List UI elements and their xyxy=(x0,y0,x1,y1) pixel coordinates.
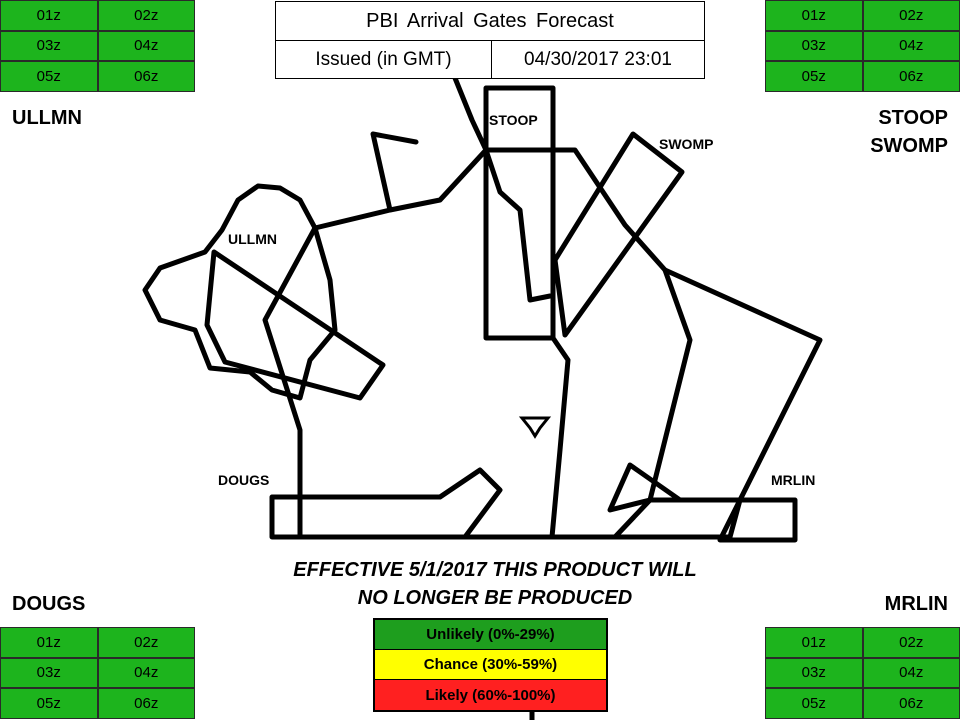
gate-hour-cell: 01z xyxy=(765,627,863,658)
east-sector-boundary xyxy=(662,267,823,540)
west-sector xyxy=(262,225,318,540)
map-label-swomp: SWOMP xyxy=(659,136,714,152)
gate-hour-cell: 03z xyxy=(0,30,98,62)
gate-hour-cell: 06z xyxy=(97,61,195,92)
gate-hour-cell: 06z xyxy=(862,688,960,719)
swomp-gate-label-line: SWOMP xyxy=(870,135,948,157)
gate-hour-cell: 05z xyxy=(0,61,98,92)
map-label-stoop: STOOP xyxy=(489,112,538,128)
stoop-route-line xyxy=(452,75,489,153)
legend-unlikely: Unlikely (0%-29%) xyxy=(375,620,606,650)
ullmn-corridor xyxy=(204,249,386,401)
gate-hour-cell: 02z xyxy=(97,0,195,31)
stoop-gate-label-line: STOOP xyxy=(878,107,948,129)
dougs-corridor xyxy=(269,467,503,540)
northwest-sector xyxy=(370,131,489,213)
gate-hour-cell: 01z xyxy=(0,0,98,31)
mrlin-corridor xyxy=(607,462,798,543)
forecast-header: PBI Arrival Gates Forecast Issued (in GM… xyxy=(275,1,705,79)
gate-hour-cell: 01z xyxy=(0,627,98,658)
issued-label: Issued (in GMT) xyxy=(276,41,492,79)
gate-hour-cell: 03z xyxy=(0,657,98,689)
gate-hour-cell: 04z xyxy=(97,657,195,689)
discontinuation-notice: EFFECTIVE 5/1/2017 THIS PRODUCT WILL NO … xyxy=(220,556,770,612)
gate-hour-cell: 04z xyxy=(862,657,960,689)
probability-legend: Unlikely (0%-29%) Chance (30%-59%) Likel… xyxy=(373,618,608,712)
gate-hour-cell: 04z xyxy=(97,30,195,62)
gate-hour-cell: 02z xyxy=(862,0,960,31)
legend-likely: Likely (60%-100%) xyxy=(375,680,606,710)
gate-hour-cell: 05z xyxy=(765,688,863,719)
gate-hour-cell: 02z xyxy=(97,627,195,658)
stoop-inner-track xyxy=(483,147,553,303)
gate-hour-cell: 03z xyxy=(765,30,863,62)
swomp-corridor xyxy=(552,131,685,338)
issued-timestamp: 04/30/2017 23:01 xyxy=(524,49,672,70)
center-sector-west-top xyxy=(483,147,693,540)
ullmn-gate-label: ULLMN xyxy=(12,107,82,129)
dougs-gate-label: DOUGS xyxy=(12,593,86,615)
legend-chance: Chance (30%-59%) xyxy=(375,650,606,680)
forecast-title: PBI Arrival Gates Forecast xyxy=(276,2,704,41)
mrlin-gate-label: MRLIN xyxy=(884,593,948,615)
gate-hour-cell: 06z xyxy=(862,61,960,92)
map-label-ullmn: ULLMN xyxy=(228,231,277,247)
notice-line-1: EFFECTIVE 5/1/2017 THIS PRODUCT WILL xyxy=(293,559,697,581)
issued-row: Issued (in GMT) 04/30/2017 23:01 xyxy=(276,41,704,79)
stoop-swomp-gate-label: STOOP SWOMP xyxy=(870,104,948,160)
gate-hour-cell: 05z xyxy=(765,61,863,92)
northwest-sector-base xyxy=(312,207,393,231)
airport-symbol xyxy=(518,416,552,439)
notice-line-2: NO LONGER BE PRODUCED xyxy=(357,587,633,609)
gate-hour-cell: 03z xyxy=(765,657,863,689)
center-divider xyxy=(549,335,571,540)
gate-hour-cell: 02z xyxy=(862,627,960,658)
gate-hour-cell: 06z xyxy=(97,688,195,719)
gate-hour-cell: 01z xyxy=(765,0,863,31)
gate-hour-cell: 04z xyxy=(862,30,960,62)
map-label-dougs: DOUGS xyxy=(218,472,270,488)
gate-hour-cell: 05z xyxy=(0,688,98,719)
ullmn-blob xyxy=(142,183,338,401)
map-label-mrlin: MRLIN xyxy=(771,472,816,488)
